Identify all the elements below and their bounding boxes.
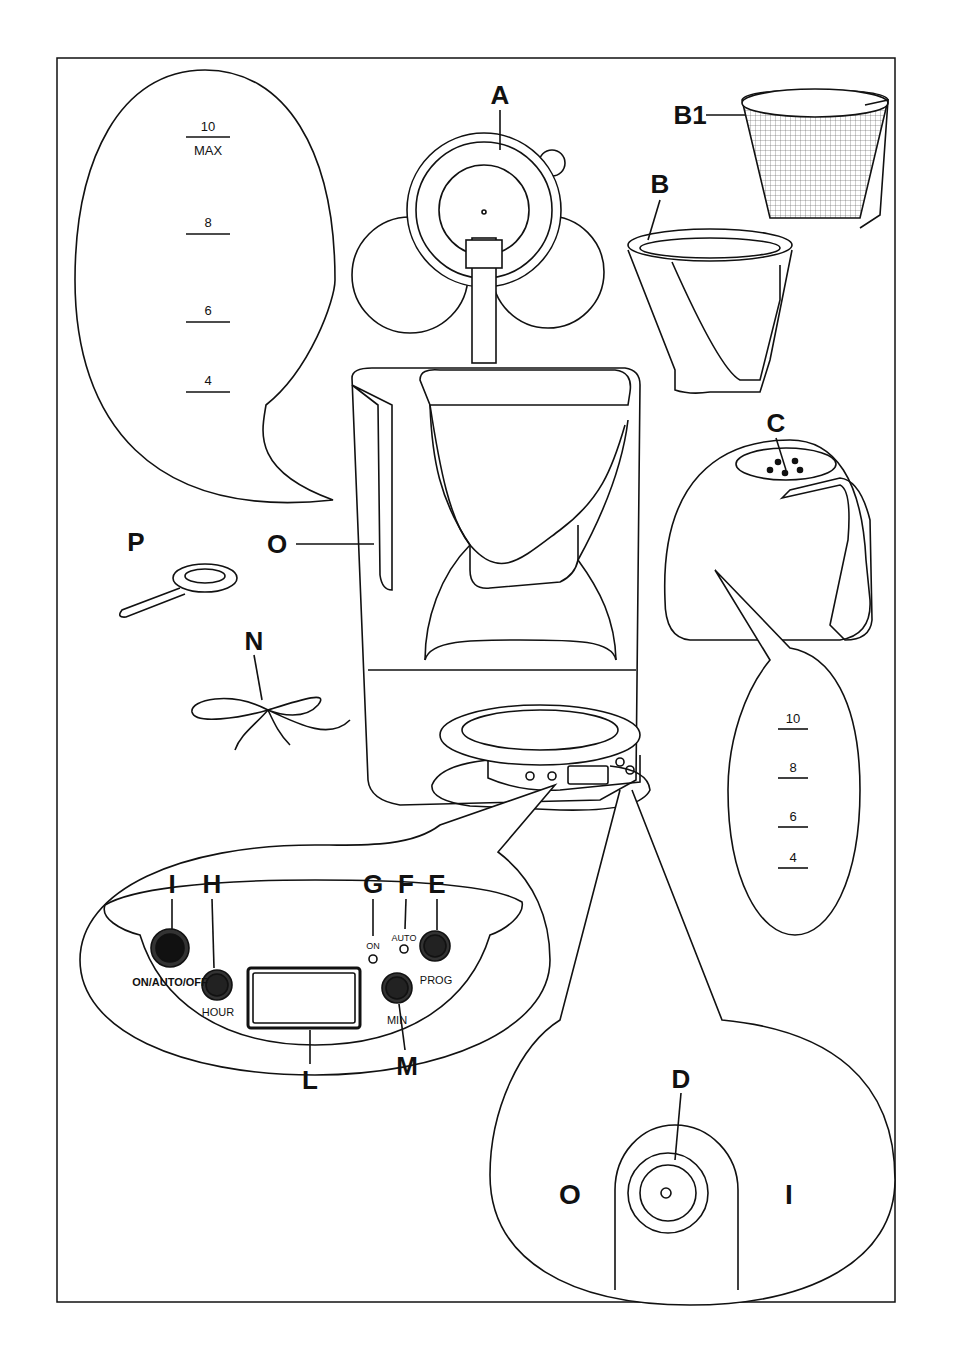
- scale-number: 10: [201, 120, 215, 133]
- button-label: MIN: [387, 1015, 407, 1026]
- part-letter: G: [363, 871, 383, 897]
- scale-number: 8: [789, 761, 796, 774]
- scale-number: 4: [789, 851, 796, 864]
- part-letter: A: [491, 82, 510, 108]
- scale-number: 6: [204, 304, 211, 317]
- part-letter: O: [267, 531, 287, 557]
- part-letter: I: [168, 871, 175, 897]
- part-letter: L: [302, 1067, 318, 1093]
- button-label: ON: [366, 942, 380, 951]
- scale-number: 4: [204, 374, 211, 387]
- button-label: O: [559, 1181, 581, 1209]
- button-label: PROG: [420, 975, 452, 986]
- scale-number: 10: [786, 712, 800, 725]
- scale-number: 8: [204, 216, 211, 229]
- button-label: AUTO: [392, 934, 417, 943]
- part-letter: M: [396, 1053, 418, 1079]
- button-label: ON/AUTO/OFF: [132, 977, 208, 988]
- scale-number: MAX: [194, 144, 222, 157]
- part-letter: B: [651, 171, 670, 197]
- part-letter: P: [127, 529, 144, 555]
- button-label: I: [785, 1181, 793, 1209]
- part-letter: N: [245, 628, 264, 654]
- part-letter: C: [767, 410, 786, 436]
- part-letter: B1: [673, 102, 706, 128]
- part-letter: F: [398, 871, 414, 897]
- part-letter: H: [203, 871, 222, 897]
- part-letter: E: [428, 871, 445, 897]
- part-letter: D: [672, 1066, 691, 1092]
- button-label: HOUR: [202, 1007, 234, 1018]
- scale-number: 6: [789, 810, 796, 823]
